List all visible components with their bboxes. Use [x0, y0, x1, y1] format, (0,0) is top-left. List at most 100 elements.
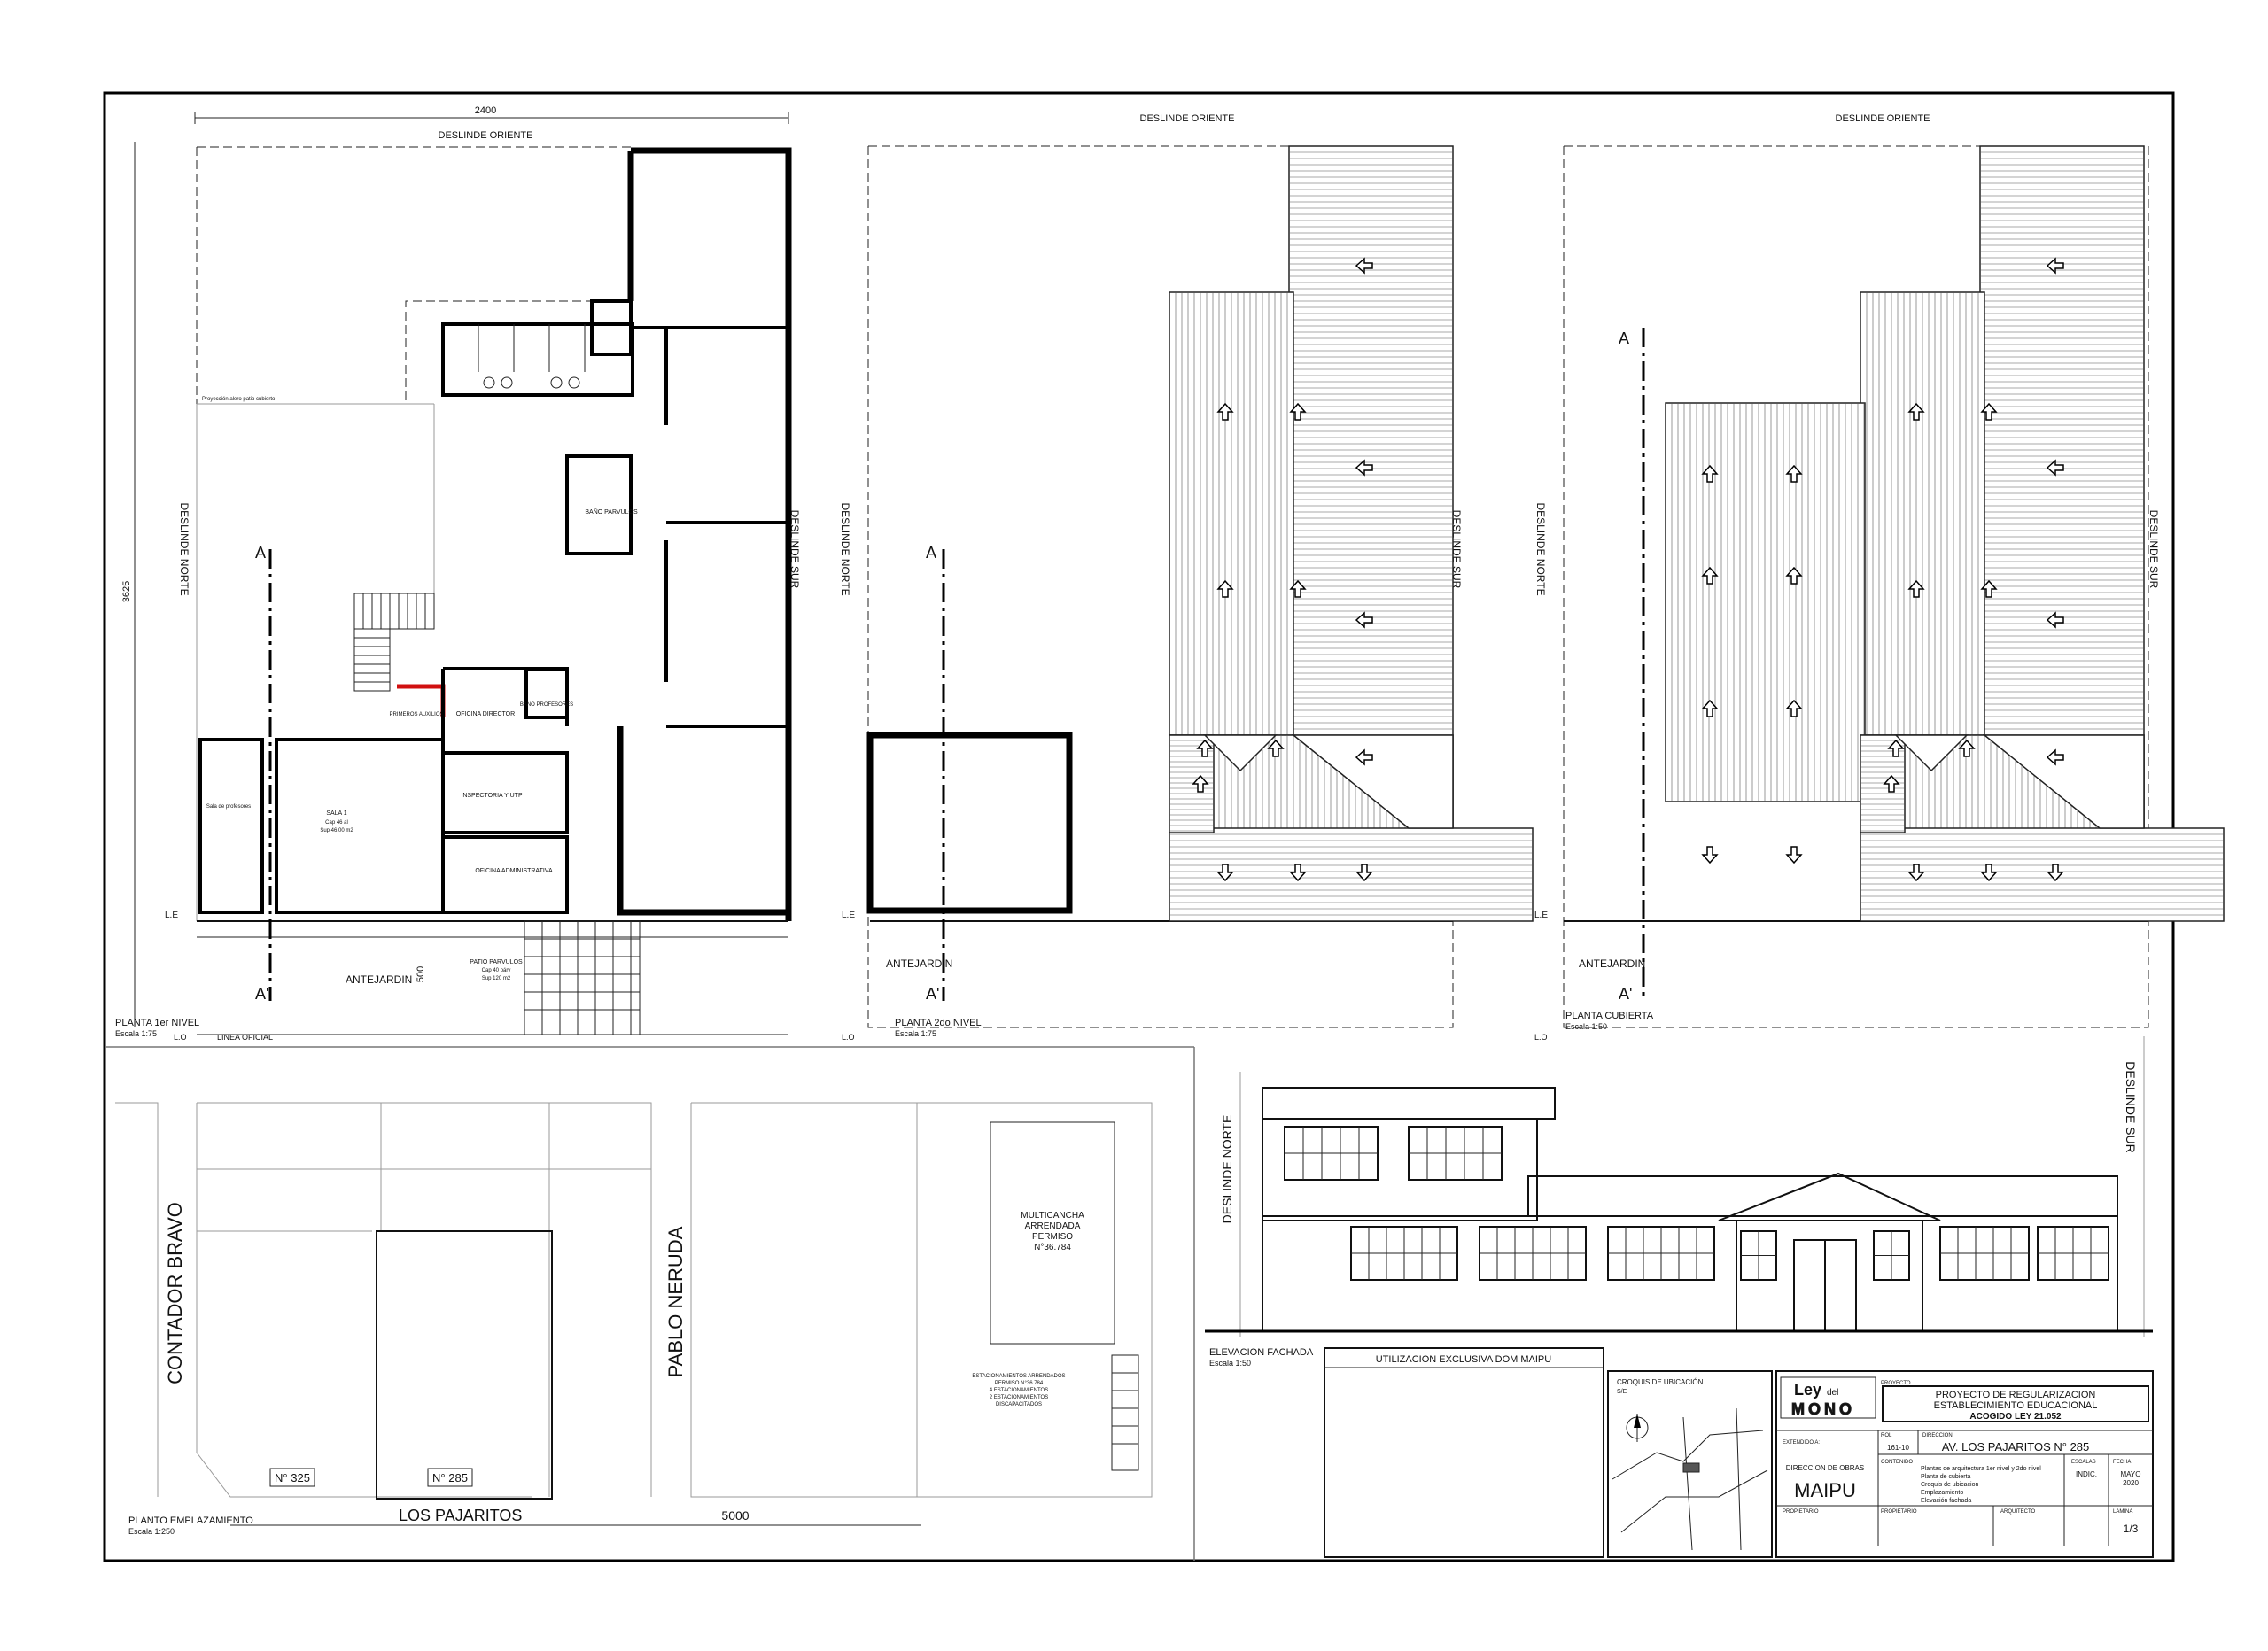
logo-ley: Ley	[1794, 1381, 1821, 1399]
svg-text:Plantas de arquitectura 1er ni: Plantas de arquitectura 1er nivel y 2do …	[1921, 1466, 2041, 1472]
site-plan-title: PLANTO EMPLAZAMIENTO	[128, 1515, 253, 1526]
plan-second-floor: DESLINDE ORIENTE DESLINDE NORTE DESLINDE…	[839, 113, 1534, 1042]
svg-text:Escala 1:75: Escala 1:75	[115, 1029, 157, 1038]
svg-text:S/E: S/E	[1617, 1389, 1627, 1395]
svg-text:4 ESTACIONAMIENTOS: 4 ESTACIONAMIENTOS	[990, 1388, 1048, 1393]
patio-grid	[524, 920, 641, 1035]
dom-box	[1324, 1347, 1604, 1558]
rol-value: 161-10	[1887, 1444, 1909, 1452]
logo-mono: MONO	[1791, 1400, 1855, 1418]
upper-floor	[1262, 1118, 1538, 1221]
slope-arrow	[1355, 459, 1373, 477]
plan-1-title: PLANTA 1er NIVEL	[115, 1018, 199, 1028]
svg-text:PROYECTO: PROYECTO	[1881, 1381, 1911, 1386]
elevation: DESLINDE NORTE DESLINDE SUR ELEVACION FA…	[1205, 1036, 2153, 1368]
svg-text:DISCAPACITADOS: DISCAPACITADOS	[996, 1402, 1042, 1407]
section-a-prime-1: A'	[255, 985, 268, 1003]
deslinde-sur-elev: DESLINDE SUR	[2124, 1061, 2138, 1152]
street-contador-bravo: CONTADOR BRAVO	[164, 1202, 186, 1384]
svg-text:Cap 46 al: Cap 46 al	[325, 820, 348, 826]
svg-text:N°36.784: N°36.784	[1034, 1243, 1071, 1252]
svg-text:EXTENDIDO A:: EXTENDIDO A:	[1783, 1440, 1820, 1446]
sala-1	[275, 738, 445, 914]
escala-value: INDIC.	[2076, 1470, 2097, 1478]
deslinde-sur-3: DESLINDE SUR	[2148, 510, 2160, 589]
direccion-value: AV. LOS PAJARITOS N° 285	[1942, 1440, 2090, 1453]
slope-arrow	[1355, 611, 1373, 629]
deslinde-oriente-2: DESLINDE ORIENTE	[1140, 113, 1235, 124]
slope-arrow	[1216, 864, 1234, 882]
slope-arrow	[1701, 846, 1719, 864]
slope-arrow	[1192, 774, 1209, 793]
slope-arrow	[2046, 611, 2064, 629]
svg-text:L.O: L.O	[842, 1033, 855, 1042]
svg-text:PERMISO: PERMISO	[1032, 1232, 1073, 1242]
svg-text:Planta de cubierta: Planta de cubierta	[1921, 1474, 1971, 1480]
svg-text:FECHA: FECHA	[2113, 1460, 2131, 1465]
sala-profesores	[198, 738, 264, 914]
svg-text:2020: 2020	[2123, 1479, 2139, 1487]
bano-parvulos-label: BAÑO PARVULOS	[585, 508, 638, 515]
roof-plane	[1860, 827, 2225, 922]
slope-arrow	[1355, 257, 1373, 275]
slope-arrow	[1907, 864, 1925, 882]
svg-text:Cap 40 párv: Cap 40 párv	[482, 968, 511, 973]
second-floor-room	[866, 732, 1073, 914]
svg-text:Escala 1:50: Escala 1:50	[1565, 1022, 1607, 1031]
roof-plane	[1665, 402, 1866, 802]
slope-arrow	[1907, 579, 1925, 598]
logo-box	[1780, 1376, 1876, 1419]
wall-east	[631, 147, 792, 921]
slope-arrow	[1785, 699, 1803, 717]
stairs	[353, 593, 435, 692]
plan-roof: DESLINDE ORIENTE DESLINDE NORTE DESLINDE…	[1534, 113, 2225, 1042]
entrance-gable	[1718, 1172, 1941, 1221]
number-325: N° 325	[275, 1471, 310, 1484]
section-a-2: A	[926, 544, 936, 562]
slope-arrow	[1785, 846, 1803, 864]
slope-arrow	[1289, 579, 1307, 598]
slope-arrow	[1289, 864, 1307, 882]
linea-oficial-1: LINEA OFICIAL	[217, 1033, 273, 1042]
croquis-map	[1612, 1407, 1768, 1551]
slope-arrow	[1883, 774, 1900, 793]
slope-arrow	[1958, 739, 1976, 757]
elevation-title: ELEVACION FACHADA	[1209, 1347, 1314, 1358]
svg-text:Escala 1:250: Escala 1:250	[128, 1527, 175, 1536]
svg-text:ROL: ROL	[1881, 1433, 1892, 1438]
svg-text:MULTICANCHA: MULTICANCHA	[1021, 1211, 1084, 1221]
section-a-prime-3: A'	[1619, 985, 1632, 1003]
svg-text:Sup 46,00 m2: Sup 46,00 m2	[320, 828, 353, 833]
oficina-director-label: OFICINA DIRECTOR	[456, 711, 515, 717]
svg-text:DIRECCION DE OBRAS: DIRECCION DE OBRAS	[1786, 1464, 1864, 1472]
deslinde-norte-1: DESLINDE NORTE	[178, 502, 190, 595]
deslinde-norte-2: DESLINDE NORTE	[839, 502, 851, 595]
slope-arrow	[1289, 402, 1307, 421]
svg-text:ARRENDADA: ARRENDADA	[1025, 1221, 1081, 1231]
section-a-3: A	[1619, 329, 1629, 347]
sheet-border	[103, 91, 2175, 1562]
primeros-auxilios-label: PRIMEROS AUXILIOS	[389, 712, 443, 717]
multicancha	[990, 1121, 1115, 1345]
ground-floor	[1262, 1215, 2118, 1332]
slope-arrow	[1887, 739, 1905, 757]
svg-text:ESCALAS: ESCALAS	[2071, 1460, 2096, 1465]
svg-text:L.E: L.E	[1534, 911, 1548, 920]
slope-arrow	[1701, 566, 1719, 585]
sala-profesores-label: Sala de profesores	[206, 804, 251, 810]
croquis-label: CROQUIS DE UBICACIÓN	[1617, 1378, 1704, 1386]
slope-arrow	[1355, 864, 1373, 882]
slope-arrow	[1785, 566, 1803, 585]
svg-text:PATIO PARVULOS: PATIO PARVULOS	[470, 959, 523, 965]
slope-arrow	[1701, 699, 1719, 717]
svg-text:Emplazamiento: Emplazamiento	[1921, 1490, 1963, 1496]
slope-arrow	[1355, 748, 1373, 766]
slope-arrow	[1701, 464, 1719, 483]
antejardin-3: ANTEJARDIN	[1579, 957, 1645, 970]
dimension-width: 2400	[475, 105, 496, 116]
svg-text:2 ESTACIONAMIENTOS: 2 ESTACIONAMIENTOS	[990, 1395, 1048, 1400]
section-a-prime-2: A'	[926, 985, 939, 1003]
svg-text:CONTENIDO: CONTENIDO	[1881, 1460, 1913, 1465]
svg-text:LAMINA: LAMINA	[2113, 1509, 2132, 1515]
